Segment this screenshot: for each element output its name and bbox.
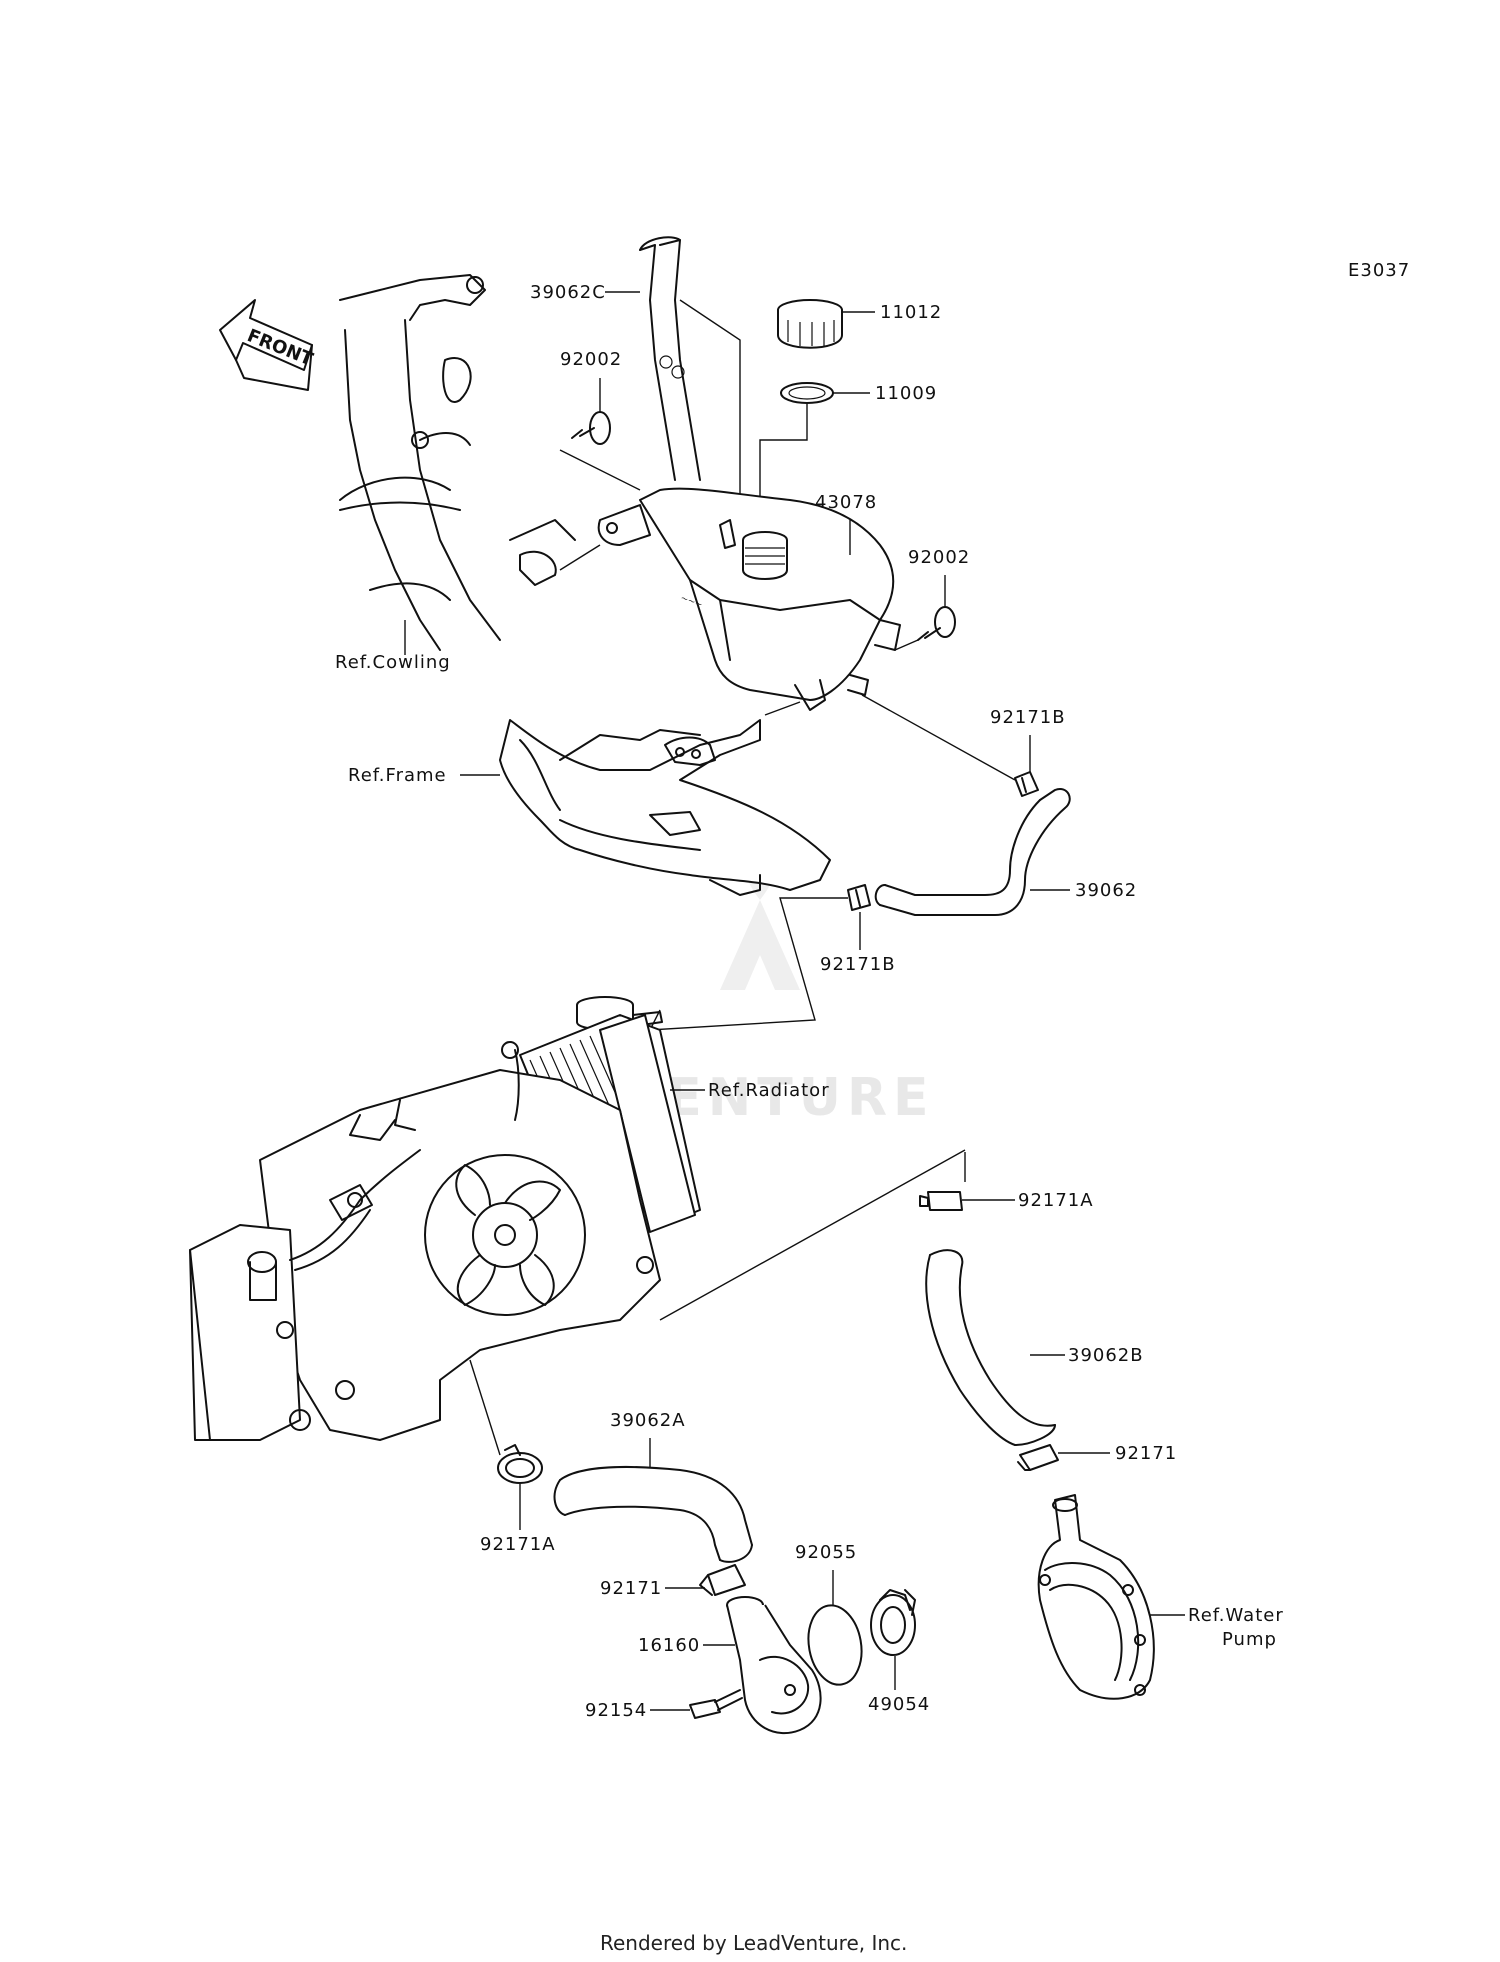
label-92171-right: 92171	[1115, 1443, 1177, 1464]
ref-water-pump-label-1: Ref.Water	[1188, 1605, 1284, 1626]
ref-radiator-label: Ref.Radiator	[708, 1080, 830, 1101]
leader-frame-tank	[764, 701, 801, 716]
bolt-92154	[689, 1689, 743, 1719]
footer-credit: Rendered by LeadVenture, Inc.	[600, 1931, 907, 1955]
hose-39062	[874, 788, 1071, 916]
leader-92002-right-tank	[894, 639, 919, 651]
label-39062c: 39062C	[530, 282, 606, 303]
clip-92171-left	[699, 1564, 746, 1596]
label-39062b: 39062B	[1068, 1345, 1144, 1366]
label-11012: 11012	[880, 302, 942, 323]
hose-39062a	[553, 1466, 753, 1563]
bolt-92002-right	[917, 606, 956, 641]
clip-92171b-bottom	[847, 884, 871, 911]
label-92002-right: 92002	[908, 547, 970, 568]
leader-92171b-top-tank	[861, 694, 1016, 781]
label-92002-top: 92002	[560, 349, 622, 370]
label-92171b-top: 92171B	[990, 707, 1066, 728]
thermostat-49054	[870, 1589, 916, 1656]
label-49054: 49054	[868, 1694, 930, 1715]
reservoir-cap-11012	[777, 299, 843, 349]
leader-92171a-left-radiator	[469, 1359, 501, 1456]
reservoir-tank-43078: ~~~	[597, 487, 901, 711]
water-pump-cover	[1037, 1494, 1155, 1700]
bolt-92002-top	[571, 411, 611, 445]
clip-92171a-left	[497, 1444, 543, 1484]
hose-39062c	[639, 236, 701, 481]
thermostat-housing-16160	[726, 1596, 822, 1735]
label-43078: 43078	[815, 492, 877, 513]
clip-92171-right	[1017, 1444, 1059, 1471]
front-arrow-icon: FRONT	[219, 299, 316, 391]
frame-bracket	[499, 719, 831, 896]
leader-39062b-radiator	[659, 1149, 966, 1321]
o-ring-92055	[807, 1604, 863, 1686]
leader-39062c-tank	[679, 299, 741, 530]
ref-water-pump-label-2: Pump	[1222, 1629, 1277, 1650]
ref-frame-label: Ref.Frame	[348, 765, 447, 786]
label-92171a-left: 92171A	[480, 1534, 556, 1555]
diagram-code: E3037	[1348, 260, 1410, 281]
clip-92171a-right	[919, 1191, 963, 1211]
ref-cowling-label: Ref.Cowling	[335, 652, 451, 673]
label-92154: 92154	[585, 1700, 647, 1721]
label-92171b-bottom: 92171B	[820, 954, 896, 975]
label-11009: 11009	[875, 383, 937, 404]
cowling-bracket	[339, 274, 576, 651]
radiator-assembly	[189, 996, 701, 1441]
leader-11009-tank	[759, 404, 808, 520]
leader-92002-top-tank	[559, 449, 641, 491]
leader-cowling-tank	[559, 544, 601, 571]
clip-92171b-top	[1014, 771, 1039, 797]
hose-39062b	[925, 1249, 1056, 1446]
label-92171a-right: 92171A	[1018, 1190, 1094, 1211]
label-39062a: 39062A	[610, 1410, 686, 1431]
label-92171-left: 92171	[600, 1578, 662, 1599]
label-39062: 39062	[1075, 880, 1137, 901]
gasket-11009	[780, 382, 834, 404]
label-92055: 92055	[795, 1542, 857, 1563]
label-16160: 16160	[638, 1635, 700, 1656]
